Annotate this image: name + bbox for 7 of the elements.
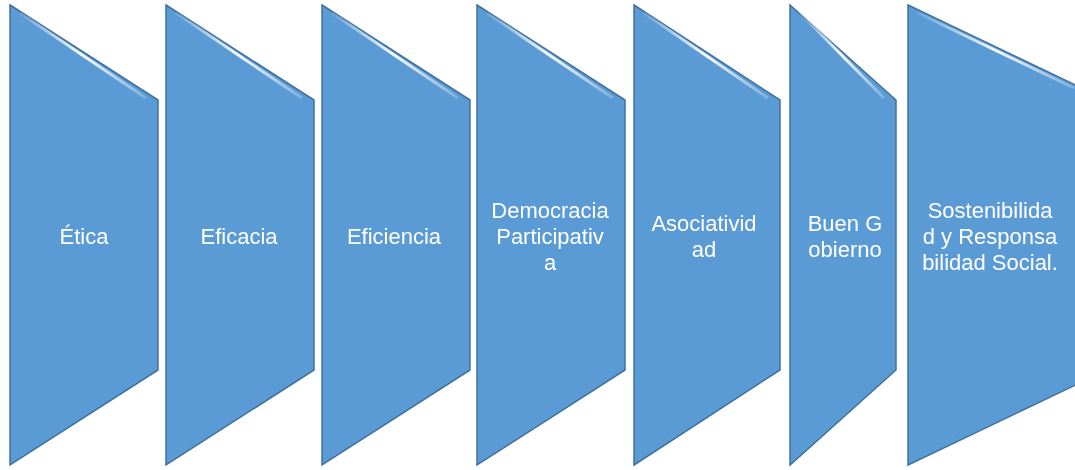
node-label: Democracia Participativa bbox=[491, 198, 609, 276]
node-label: Buen Gobierno bbox=[806, 211, 884, 263]
node-label: Ética bbox=[58, 224, 110, 250]
node-label: Asociatividad bbox=[650, 211, 758, 263]
node-label: Eficiencia bbox=[345, 224, 443, 250]
node-label: Sostenibilidad y Responsabilidad Social. bbox=[922, 198, 1058, 276]
node-label: Eficacia bbox=[199, 224, 279, 250]
